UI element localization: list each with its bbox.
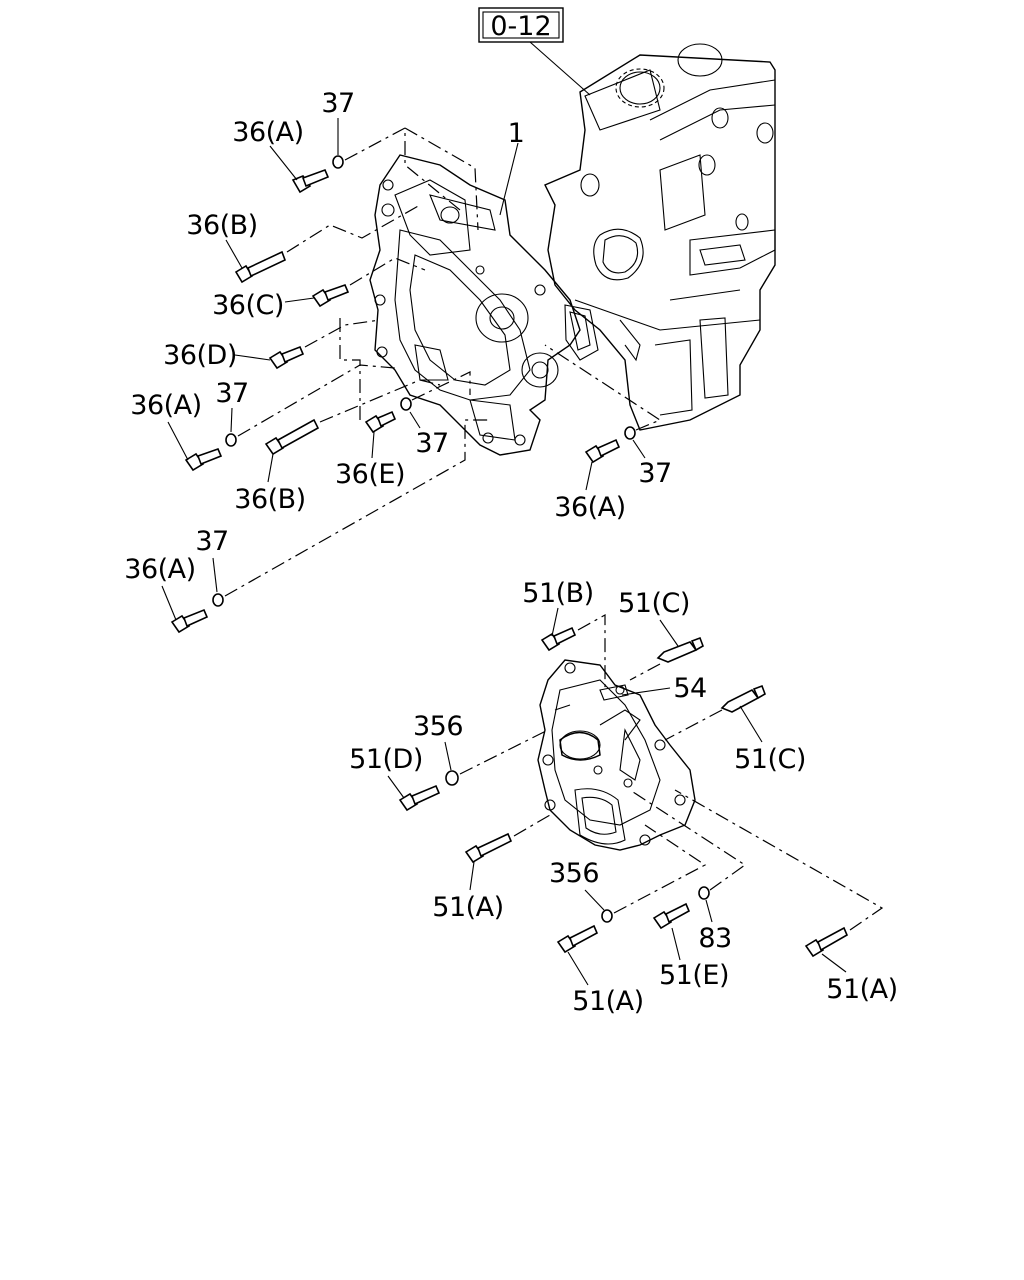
callout-37-2: 37 bbox=[215, 378, 248, 409]
washer-37-mid bbox=[225, 433, 237, 447]
stud-51c-lower bbox=[720, 684, 766, 713]
bolt-51b bbox=[540, 626, 577, 652]
callout-51a-3: 51(A) bbox=[826, 974, 897, 1005]
bolt-51a-left bbox=[464, 832, 513, 864]
callout-36b-2: 36(B) bbox=[234, 484, 305, 515]
reference-box-label: 0-12 bbox=[490, 11, 551, 42]
callout-36e: 36(E) bbox=[335, 459, 405, 490]
bolt-36a-top bbox=[291, 168, 330, 194]
callout-51a-2: 51(A) bbox=[572, 986, 643, 1017]
bolt-36a-right bbox=[584, 438, 621, 464]
bolt-51e bbox=[652, 902, 691, 930]
gear-case-plate bbox=[369, 154, 599, 456]
reference-leader bbox=[529, 41, 591, 96]
callout-51b: 51(B) bbox=[522, 578, 593, 609]
bolt-36c bbox=[311, 283, 350, 308]
callout-51c-2: 51(C) bbox=[734, 744, 806, 775]
callout-54: 54 bbox=[673, 673, 706, 704]
callout-51e: 51(E) bbox=[659, 960, 729, 991]
reference-box[interactable]: 0-12 bbox=[478, 7, 564, 43]
washer-37-lower bbox=[212, 593, 224, 607]
callout-37-1: 37 bbox=[321, 88, 354, 119]
stud-51c-top bbox=[656, 636, 704, 663]
callout-37-4: 37 bbox=[638, 458, 671, 489]
bolt-36a-lower bbox=[170, 608, 209, 634]
callout-36a-3: 36(A) bbox=[554, 492, 625, 523]
bolt-51d bbox=[398, 784, 441, 812]
callout-36c: 36(C) bbox=[212, 290, 284, 321]
front-cover bbox=[537, 659, 696, 851]
callout-356-2: 356 bbox=[549, 858, 599, 889]
callout-36a-4: 36(A) bbox=[124, 554, 195, 585]
callout-36d: 36(D) bbox=[163, 340, 237, 371]
callout-37-5: 37 bbox=[195, 526, 228, 557]
callout-36b-1: 36(B) bbox=[186, 210, 257, 241]
bolt-36b-mid bbox=[264, 418, 320, 456]
reference-box-frame bbox=[478, 7, 564, 43]
callout-36a-2: 36(A) bbox=[130, 390, 201, 421]
reference-box-inner bbox=[482, 11, 560, 39]
callout-51a-1: 51(A) bbox=[432, 892, 503, 923]
washer-356-lower bbox=[601, 909, 613, 923]
callout-83: 83 bbox=[698, 923, 731, 954]
washer-37-top bbox=[332, 155, 344, 169]
callout-51d: 51(D) bbox=[349, 744, 423, 775]
bolt-36d bbox=[268, 345, 305, 370]
callout-1-leader bbox=[499, 142, 519, 216]
callout-51c-1: 51(C) bbox=[618, 588, 690, 619]
washer-83 bbox=[698, 886, 710, 900]
bolt-36b-top bbox=[234, 250, 287, 284]
callout-356-1: 356 bbox=[413, 711, 463, 742]
callout-1: 1 bbox=[508, 118, 525, 149]
engine-block bbox=[544, 43, 776, 431]
callout-36a-1: 36(A) bbox=[232, 117, 303, 148]
washer-37-right bbox=[624, 426, 636, 440]
bolt-51a-mid bbox=[556, 924, 599, 954]
bolt-36a-mid bbox=[184, 447, 223, 472]
washer-37-36e bbox=[400, 397, 412, 411]
callout-37-3: 37 bbox=[415, 428, 448, 459]
bolt-36e bbox=[364, 410, 397, 434]
bolt-51a-right bbox=[804, 926, 849, 958]
washer-356-upper bbox=[445, 770, 459, 786]
